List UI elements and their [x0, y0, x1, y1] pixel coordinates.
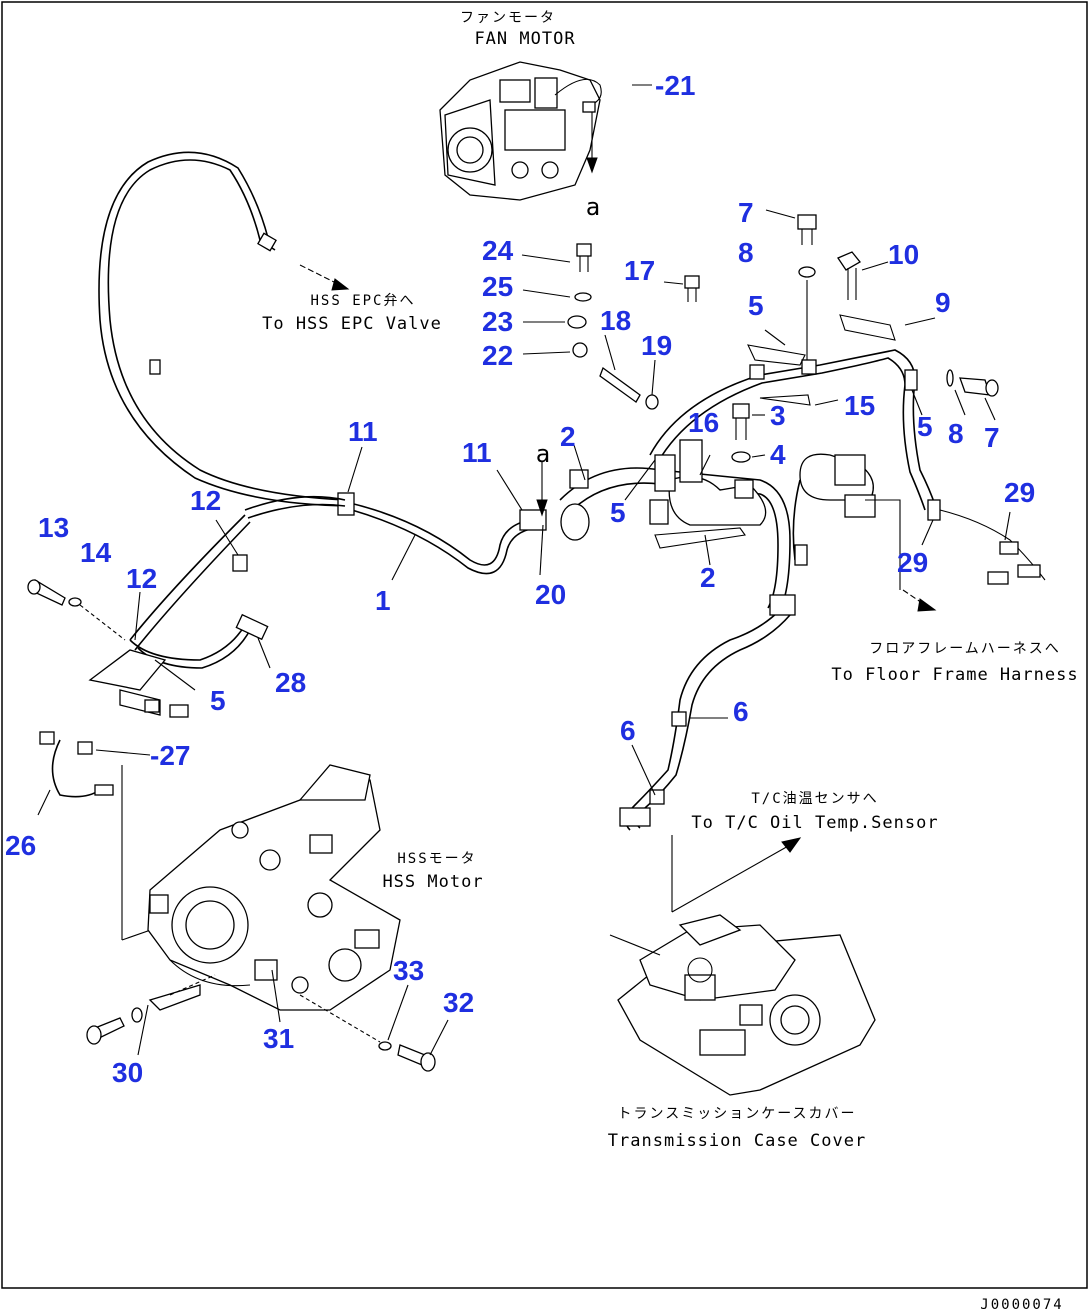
- callout-33: 33: [393, 955, 424, 986]
- bolt-7-top: [765, 209, 817, 360]
- tc-sensor-arrow-head: [781, 837, 802, 853]
- left-bracket: [88, 649, 189, 718]
- floor-frame-arrow-head: [917, 598, 937, 612]
- bolt-30: [86, 974, 216, 1045]
- washer-14: [68, 597, 82, 607]
- center-harness: [559, 439, 901, 611]
- tc-sensor-lead: [619, 594, 796, 831]
- bolt-32: [397, 1044, 436, 1072]
- callout-19: 19: [641, 330, 672, 361]
- main-harness: [129, 492, 547, 669]
- arrow-a-mid-head: [536, 499, 548, 517]
- callout-21: -21: [655, 70, 695, 101]
- callout-6-left: 6: [620, 715, 636, 746]
- callout-12-upper: 12: [190, 485, 221, 516]
- trans-cover-jp-label: トランスミッションケースカバー: [617, 1106, 856, 1122]
- view-a-top-label: a: [586, 193, 600, 221]
- washer-33: [378, 1041, 392, 1051]
- callout-22: 22: [482, 340, 513, 371]
- callout-10: 10: [888, 239, 919, 270]
- bolt-10: [837, 251, 889, 300]
- callout-30: 30: [112, 1057, 143, 1088]
- callout-2-top: 2: [560, 421, 576, 452]
- callout-6-right: 6: [733, 696, 749, 727]
- callout-7-right: 7: [984, 422, 1000, 453]
- callout-1: 1: [375, 585, 391, 616]
- fan-motor-jp-label: ファンモータ: [460, 10, 556, 26]
- hss-epc-harness: [98, 151, 353, 507]
- callout-27: -27: [150, 740, 190, 771]
- hss-motor: [147, 764, 401, 1011]
- bolt-7-right: [946, 369, 999, 397]
- sensor-lead-27: [39, 731, 151, 798]
- fan-motor-label: FAN MOTOR: [474, 29, 575, 49]
- arrow-a-head: [586, 157, 598, 174]
- callout-18: 18: [600, 305, 631, 336]
- callout-15: 15: [844, 390, 875, 421]
- bolt-13: [27, 579, 66, 606]
- callout-20: 20: [535, 579, 566, 610]
- callout-11-center: 11: [462, 437, 492, 468]
- callout-23: 23: [482, 306, 513, 337]
- callout-2-lower: 2: [700, 562, 716, 593]
- transmission-case-cover: [617, 914, 876, 1096]
- bolt-3: [731, 394, 811, 463]
- view-a-mid-label: a: [536, 440, 550, 468]
- callout-13: 13: [38, 512, 69, 543]
- callout-26: 26: [5, 830, 36, 861]
- callout-25: 25: [482, 271, 513, 302]
- hss-epc-label: To HSS EPC Valve: [262, 314, 442, 334]
- callout-9: 9: [935, 287, 951, 318]
- callout-8-top: 8: [738, 237, 754, 268]
- hss-motor-label: HSS Motor: [382, 872, 483, 892]
- callout-5-left: 5: [210, 685, 226, 716]
- floor-frame-jp-label: フロアフレームハーネスへ: [869, 641, 1061, 657]
- callout-14: 14: [80, 537, 112, 568]
- callout-8-right: 8: [948, 418, 964, 449]
- callout-29-lower: 29: [897, 547, 928, 578]
- trans-cover-label: Transmission Case Cover: [608, 1131, 866, 1151]
- right-harness: [649, 314, 1046, 585]
- callout-5-center: 5: [610, 497, 626, 528]
- tc-sensor-jp-label: T/C油温センサへ: [751, 791, 878, 807]
- callout-32: 32: [443, 987, 474, 1018]
- callout-11-left: 11: [348, 416, 378, 447]
- callout-5-top: 5: [748, 290, 764, 321]
- callout-5-right: 5: [917, 411, 933, 442]
- diagram-frame: [1, 1, 1088, 1289]
- fan-motor: [439, 61, 602, 201]
- leader-lines: [37, 317, 1011, 1056]
- tc-sensor-label: To T/C Oil Temp.Sensor: [691, 813, 938, 833]
- callout-3: 3: [770, 400, 786, 431]
- upper-fasteners: [567, 243, 700, 410]
- callout-17: 17: [624, 255, 655, 286]
- callout-28: 28: [275, 667, 306, 698]
- callout-31: 31: [263, 1023, 294, 1054]
- callout-12-lower: 12: [126, 563, 157, 594]
- floor-frame-label: To Floor Frame Harness: [831, 665, 1078, 685]
- callout-7-top: 7: [738, 197, 754, 228]
- callout-29-right: 29: [1004, 477, 1035, 508]
- callout-24: 24: [482, 235, 514, 266]
- hss-motor-jp-label: HSSモータ: [397, 851, 476, 867]
- doc-code: J0000074: [980, 1297, 1063, 1313]
- hss-epc-jp-label: HSS EPC弁へ: [310, 293, 415, 309]
- callout-16: 16: [688, 407, 719, 438]
- callout-4: 4: [770, 439, 786, 470]
